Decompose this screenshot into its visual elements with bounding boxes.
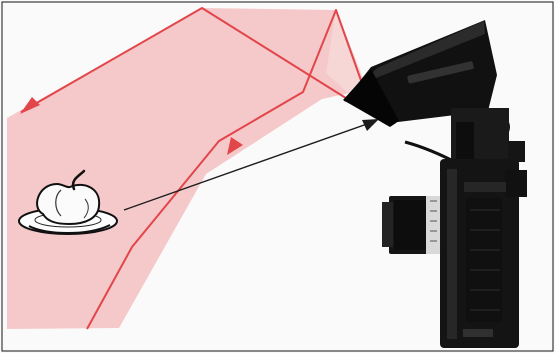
camera-edge-highlight [447,169,457,339]
arrowhead-icon [362,119,379,131]
camera-grip-texture [466,198,502,322]
camera-with-bounce-flash-illustration [343,20,527,348]
apple-on-plate-illustration [18,169,118,235]
camera-grip-ridges [470,209,500,311]
flash-head-top-panel [352,21,485,94]
camera-label-panel [464,182,506,192]
arrowhead-icon [227,137,243,155]
flash-neck-shadow [456,122,474,162]
flash-detail-strip [407,61,474,84]
camera-lens-hood [382,202,393,247]
flash-reflector [343,69,399,127]
camera-base-plate [463,329,493,337]
lens-focus-markings [430,200,437,242]
reflected-light-line [123,123,368,211]
camera-lens-metal-ring [426,196,440,254]
arrowhead-icon [20,97,40,114]
lower-beam-edge [86,9,364,330]
flash-side-button [508,141,525,162]
upper-beam-edge [20,7,350,113]
flash-light-beam [7,8,363,329]
camera-top-dial [505,170,527,197]
flash-head-light-cone [326,10,364,99]
